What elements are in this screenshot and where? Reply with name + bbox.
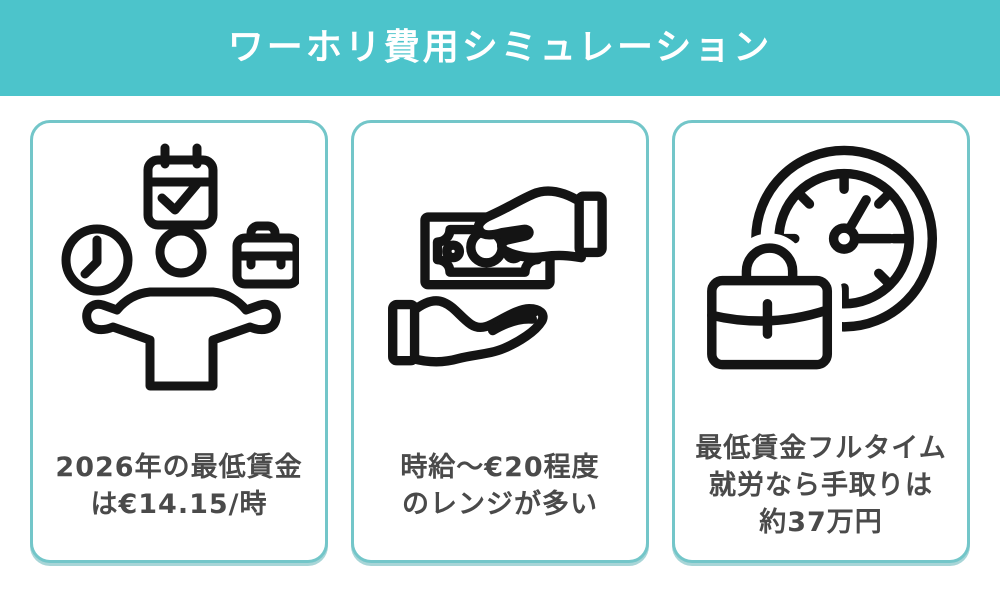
card-minimum-wage: 2026年の最低賃金 は€14.15/時	[30, 120, 328, 563]
caption-line: 就労なら手取りは	[709, 470, 933, 501]
header-banner: ワーホリ費用シミュレーション	[0, 0, 1000, 96]
caption-line: 最低賃金フルタイム	[695, 433, 947, 464]
caption-line: 時給〜€20程度	[400, 451, 600, 483]
caption-line: 2026年の最低賃金	[55, 451, 303, 483]
cards-row: 2026年の最低賃金 は€14.15/時	[0, 120, 1000, 563]
card-fulltime-net: 最低賃金フルタイム 就労なら手取りは 約37万円	[672, 120, 970, 563]
card-caption: 時給〜€20程度 のレンジが多い	[354, 411, 646, 560]
card-hourly-range: 時給〜€20程度 のレンジが多い	[351, 120, 649, 563]
card-caption: 2026年の最低賃金 は€14.15/時	[33, 411, 325, 560]
page-title: ワーホリ費用シミュレーション	[227, 27, 773, 68]
caption-line: 約37万円	[759, 507, 883, 538]
card-caption: 最低賃金フルタイム 就労なら手取りは 約37万円	[675, 411, 967, 560]
person-schedule-icon	[61, 143, 299, 391]
cash-handover-icon	[388, 186, 607, 367]
caption-line: のレンジが多い	[402, 488, 598, 520]
work-hours-icon	[697, 145, 938, 380]
caption-line: は€14.15/時	[90, 488, 268, 520]
